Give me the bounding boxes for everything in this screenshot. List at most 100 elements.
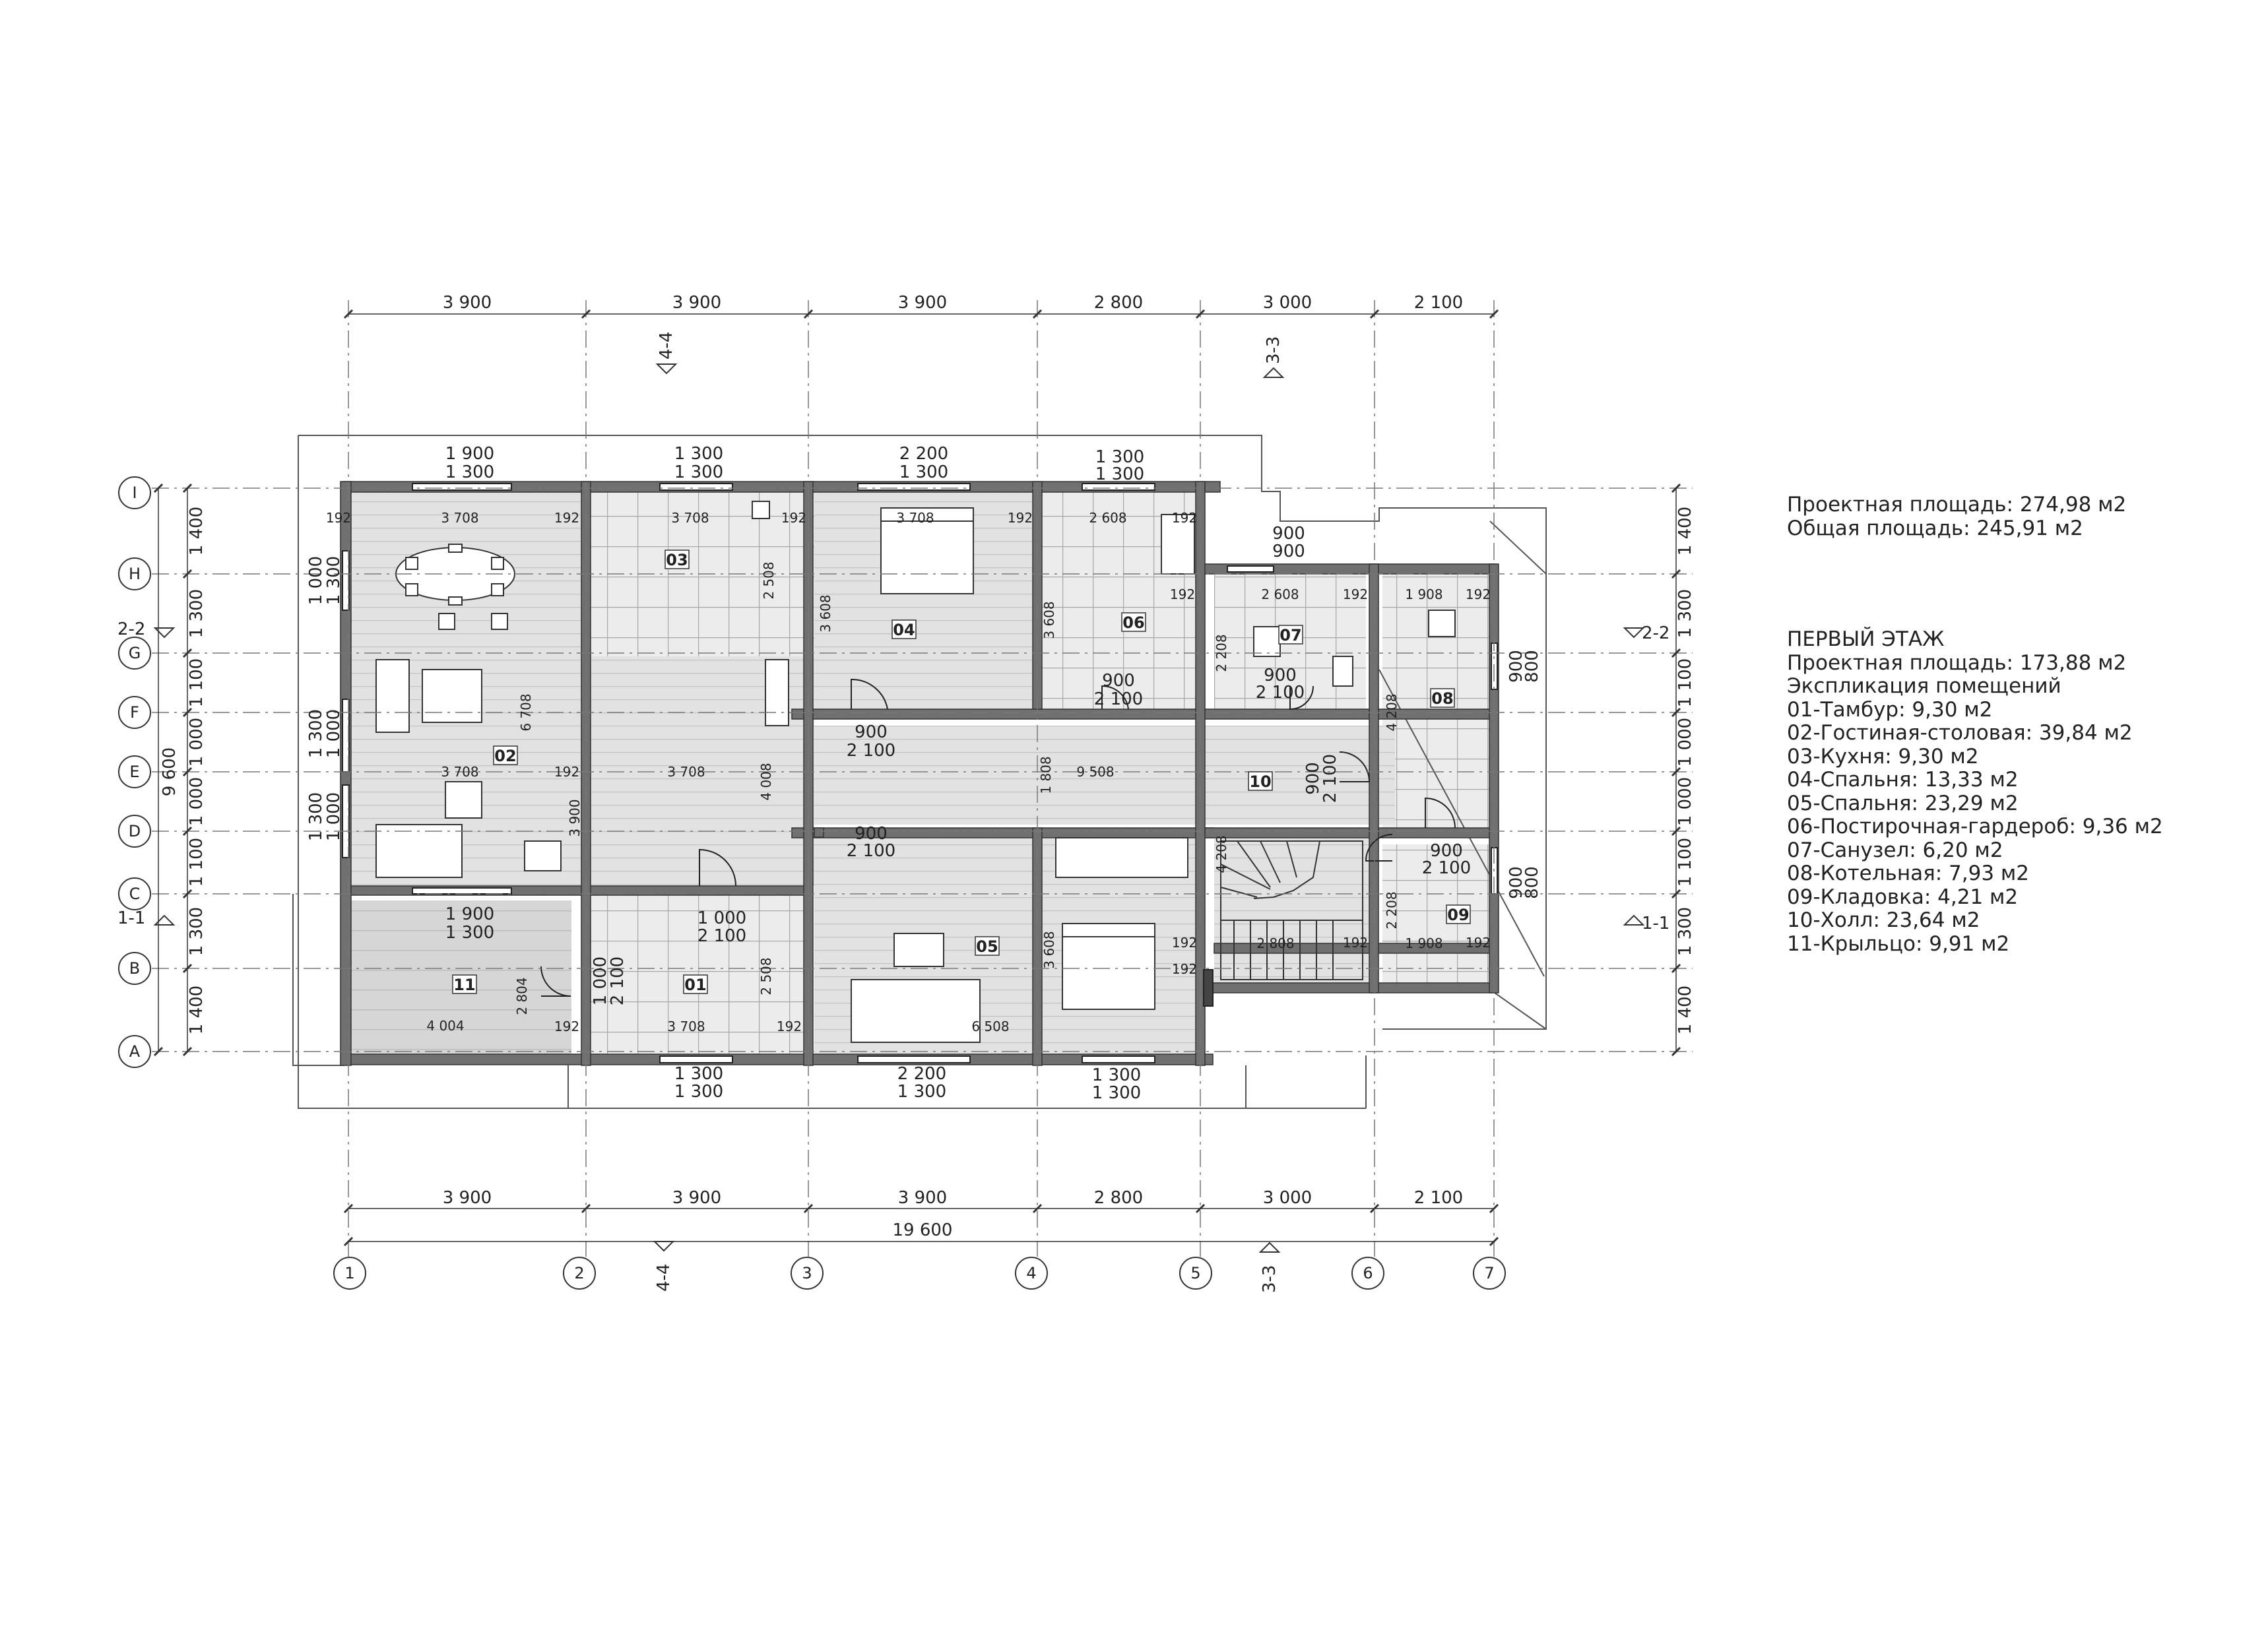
room-tag-03: 03: [666, 551, 688, 569]
top-dimensions: 3 900 3 900 3 900 2 800 3 000 2 100: [443, 293, 1463, 313]
wall-dim: 192: [326, 510, 351, 526]
dim-bottom: 3 900: [443, 1188, 492, 1208]
window-dim: 2 200: [899, 444, 948, 464]
axis-grid: [152, 300, 1693, 1257]
door-swings: [540, 678, 1456, 997]
dim-left: 1 100: [187, 658, 207, 707]
axis-label: 1: [344, 1264, 354, 1282]
furniture: [375, 501, 1456, 1043]
room-dim: 2 608: [1261, 586, 1299, 602]
door-dim: 900: [1264, 666, 1297, 685]
axis-label: E: [129, 763, 139, 781]
walls: [340, 481, 1499, 1066]
axis-bubbles-numbers: [333, 1257, 1506, 1290]
room-entry: 08-Котельная: 7,93 м2: [1787, 862, 2030, 885]
window-dim: 1 300: [306, 709, 326, 758]
room-tag-07: 07: [1280, 626, 1301, 645]
window-dim: 900: [1507, 866, 1526, 899]
room-dimensions: 3 708 3 708 3 708 2 608 2 608 1 908 3 70…: [326, 510, 1491, 1034]
room-dim: 9 508: [1076, 764, 1114, 780]
window-dim: 1 000: [306, 556, 326, 605]
left-dimensions: 9 600 1 400 1 300 1 100 1 000 1 000 1 10…: [160, 507, 207, 1034]
window-dim: 2 200: [897, 1064, 946, 1084]
wall-dim: 192: [1343, 935, 1368, 951]
room-dimensions-vertical: 6 708 2 508 3 608 3 608 2 208 4 208 2 80…: [514, 561, 1400, 1015]
axis-label: G: [129, 644, 141, 662]
wall-dim: 192: [1008, 510, 1033, 526]
dim-left: 1 300: [187, 907, 207, 956]
section-marks: [153, 363, 1645, 1253]
axis-label: 4: [1026, 1264, 1036, 1282]
wall-dim: 192: [777, 1019, 802, 1034]
room-entry: 05-Спальня: 23,29 м2: [1787, 791, 2019, 815]
dim-right: 1 000: [1675, 777, 1695, 826]
wall-dim: 192: [554, 764, 579, 780]
room-dim: 3 608: [1041, 601, 1057, 639]
axis-label: 5: [1190, 1264, 1200, 1282]
window-dim: 1 300: [897, 1082, 946, 1102]
door-dim: 2 100: [608, 957, 628, 1005]
room-entry: 10-Холл: 23,64 м2: [1787, 908, 1980, 932]
room-tag-11: 11: [453, 976, 475, 994]
room-entry: 11-Крыльцо: 9,91 м2: [1787, 931, 2010, 956]
door-dim: 900: [1430, 841, 1463, 861]
wall-dim: 192: [1170, 586, 1195, 602]
room-dim: 2 508: [761, 561, 777, 599]
room-entry: 06-Постирочная-гардероб: 9,36 м2: [1787, 815, 2163, 838]
axis-label: B: [129, 959, 140, 978]
section-label-4-4: 4-4: [657, 332, 676, 360]
door-dim: 2 100: [697, 926, 746, 946]
room-entry: 07-Санузел: 6,20 м2: [1787, 838, 2003, 862]
room-tag-06: 06: [1122, 614, 1144, 632]
room-dim: 2 608: [1089, 510, 1126, 526]
room-dim: 2 208: [1214, 634, 1229, 672]
wall-dim: 192: [554, 510, 579, 526]
section-label-1-1: 1-1: [117, 908, 145, 928]
window-dim: 1 300: [674, 1082, 723, 1102]
window-dim: 1 300: [324, 556, 344, 605]
window-dim: 1 300: [1092, 1065, 1141, 1085]
window-dim: 1 300: [445, 462, 494, 482]
window-dim: 1 300: [674, 462, 723, 482]
dim-bottom: 2 800: [1094, 1188, 1143, 1208]
wall-dim: 192: [1172, 510, 1197, 526]
room-tag-08: 08: [1431, 689, 1453, 708]
room-tag-04: 04: [893, 621, 915, 639]
window-dim: 1 300: [1095, 447, 1144, 467]
window-dim: 1 000: [324, 709, 344, 758]
dim-bottom: 3 000: [1263, 1188, 1312, 1208]
dim-bottom: 3 900: [672, 1188, 721, 1208]
room-dim: 4 008: [758, 763, 774, 800]
dim-left: 1 000: [187, 777, 207, 826]
dim-top: 3 900: [898, 293, 947, 313]
wall-dim: 192: [554, 1019, 579, 1034]
room-tag-01: 01: [684, 976, 706, 994]
axis-bubble-labels-letters: I H G F E D C B A: [129, 484, 141, 1061]
dim-top: 2 100: [1414, 293, 1463, 313]
dim-right: 1 100: [1675, 658, 1695, 707]
right-dimensions: 1 400 1 300 1 100 1 000 1 000 1 100 1 30…: [1675, 507, 1695, 1034]
section-label-1-1: 1-1: [1642, 914, 1669, 933]
door-dim: 2 100: [1422, 858, 1471, 878]
axis-label: C: [129, 885, 141, 903]
door-dim: 900: [1303, 762, 1323, 795]
floor-title: ПЕРВЫЙ ЭТАЖ: [1787, 627, 1945, 651]
section-label-3-3: 3-3: [1264, 336, 1283, 364]
room-tag-05: 05: [976, 937, 998, 956]
window-dim: 900: [1272, 524, 1305, 544]
door-dim: 2 100: [1094, 689, 1143, 709]
room-dim: 2 508: [758, 957, 774, 995]
door-dim: 900: [855, 722, 888, 742]
wall-dim: 192: [1172, 935, 1197, 951]
axis-bubble-labels-numbers: 1 2 3 4 5 6 7: [344, 1264, 1494, 1282]
door-dim: 2 100: [1320, 754, 1340, 803]
project-area-total: Проектная площадь: 274,98 м2: [1787, 493, 2127, 517]
axis-label: 7: [1484, 1264, 1494, 1282]
room-entry: 01-Тамбур: 9,30 м2: [1787, 697, 1993, 722]
axis-label: F: [130, 703, 139, 722]
window-dim: 1 300: [306, 792, 326, 841]
room-entry: 09-Кладовка: 4,21 м2: [1787, 885, 2019, 909]
room-dim: 1 908: [1405, 586, 1442, 602]
axis-label: A: [129, 1042, 141, 1061]
room-tag-02: 02: [494, 747, 516, 765]
